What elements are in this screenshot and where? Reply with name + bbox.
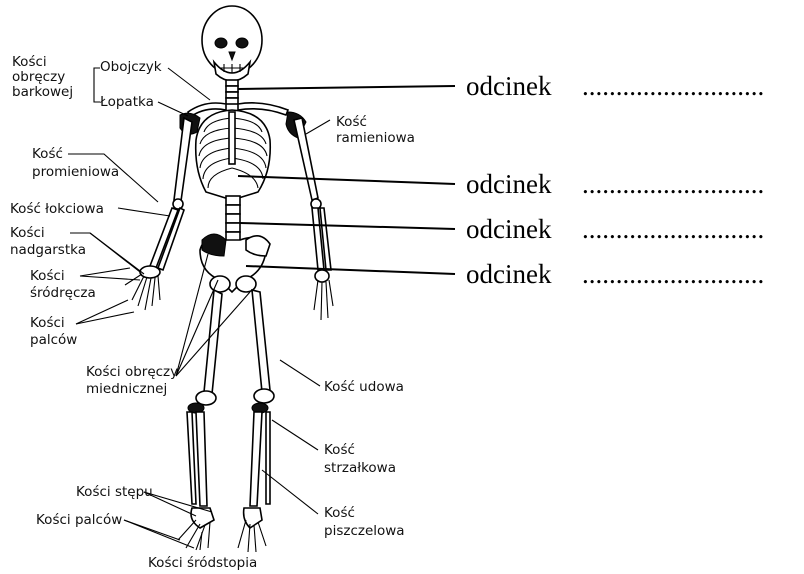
label-obrecz-barkowa-2: obręczy xyxy=(12,69,65,85)
ribcage xyxy=(196,110,271,200)
pointer-thoracic xyxy=(238,176,455,184)
segment-1-blank: ........................... xyxy=(582,71,764,101)
right-leg xyxy=(238,290,274,552)
label-kosci-palcow-reki-2: palców xyxy=(30,332,77,348)
label-kosc-piszczelowa-2: piszczelowa xyxy=(324,523,405,539)
lumbar-spine xyxy=(226,196,240,241)
label-kosci-palcow-stopy: Kości palców xyxy=(36,512,122,528)
pointer-sacral xyxy=(246,266,455,274)
label-obrecz-barkowa-3: barkowej xyxy=(12,84,73,100)
right-arm xyxy=(294,118,333,320)
segment-2-word: odcinek xyxy=(466,169,552,199)
label-kosci-stepu: Kości stępu xyxy=(76,484,153,500)
segment-2-blank: ........................... xyxy=(582,169,764,199)
pelvis xyxy=(200,234,270,292)
label-kosci-srodrecza-1: Kości xyxy=(30,268,65,284)
label-obrecz-barkowa-1: Kości xyxy=(12,54,47,70)
label-obojczyk: Obojczyk xyxy=(100,59,162,75)
label-kosci-palcow-reki-1: Kości xyxy=(30,315,65,331)
segment-fields: odcinek ........................... odci… xyxy=(466,71,764,289)
label-kosc-udowa: Kość udowa xyxy=(324,379,404,395)
label-kosci-nadgarstka-1: Kości xyxy=(10,225,45,241)
cervical-spine xyxy=(226,80,238,104)
label-kosc-promieniowa-2: promieniowa xyxy=(32,164,119,180)
label-kosci-srodrecza-2: śródręcza xyxy=(30,285,96,301)
segment-1-word: odcinek xyxy=(466,71,552,101)
label-lopatka: Łopatka xyxy=(99,94,154,110)
label-kosc-piszczelowa-1: Kość xyxy=(324,505,355,521)
segment-4-word: odcinek xyxy=(466,259,552,289)
pointer-cervical xyxy=(238,86,455,89)
label-kosci-srodstopia: Kości śródstopia xyxy=(148,555,257,571)
segment-3-word: odcinek xyxy=(466,214,552,244)
label-kosc-lokciowa: Kość łokciowa xyxy=(10,201,104,217)
label-obrecz-miedniczna-1: Kości obręczy xyxy=(86,364,178,380)
label-obrecz-miedniczna-2: miednicznej xyxy=(86,381,167,397)
skull xyxy=(202,6,262,74)
label-kosci-nadgarstka-2: nadgarstka xyxy=(10,242,86,258)
label-kosc-strzalkowa-2: strzałkowa xyxy=(324,460,396,476)
label-kosc-strzalkowa-1: Kość xyxy=(324,442,355,458)
label-kosc-ramieniowa-2: ramieniowa xyxy=(336,130,415,146)
label-kosc-ramieniowa-1: Kość xyxy=(336,114,367,130)
label-kosc-promieniowa-1: Kość xyxy=(32,146,63,162)
segment-4-blank: ........................... xyxy=(582,259,764,289)
pointer-lumbar xyxy=(240,223,455,229)
segment-3-blank: ........................... xyxy=(582,214,764,244)
